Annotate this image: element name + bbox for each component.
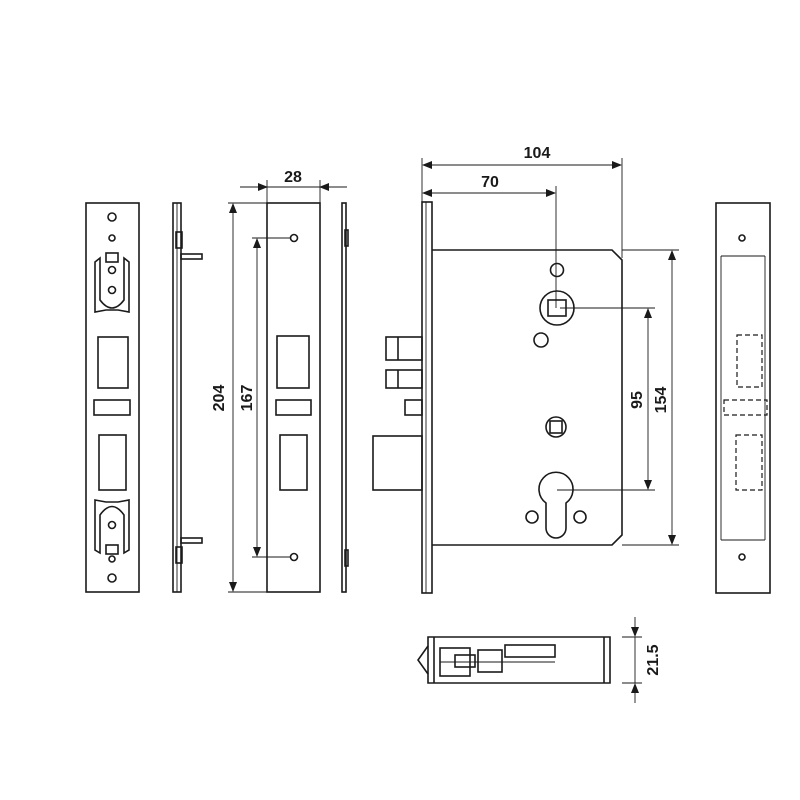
faceplate-front: 28 204 167: [211, 169, 347, 593]
dim-backset: 70: [481, 174, 499, 191]
dead-bolt: [372, 435, 423, 491]
lock-bottom-view: 21.5: [417, 617, 662, 703]
dim-case-width: 104: [524, 145, 551, 162]
dim-faceplate-length: 204: [211, 385, 228, 412]
strike-plate-front: [85, 202, 140, 593]
lock-body: 104 70 95 154: [372, 145, 679, 594]
faceplate-side: [341, 202, 349, 593]
dim-center-distance: 95: [629, 391, 646, 409]
latch-bolt: [385, 336, 423, 416]
dim-case-thickness: 21.5: [645, 644, 662, 675]
faceplate-back: [715, 202, 771, 594]
dim-screw-spacing: 167: [239, 385, 256, 412]
dim-case-height: 154: [653, 387, 670, 414]
dim-faceplate-width: 28: [284, 169, 302, 186]
cylinder-hole: [538, 471, 574, 539]
strike-plate-side: [172, 202, 203, 593]
